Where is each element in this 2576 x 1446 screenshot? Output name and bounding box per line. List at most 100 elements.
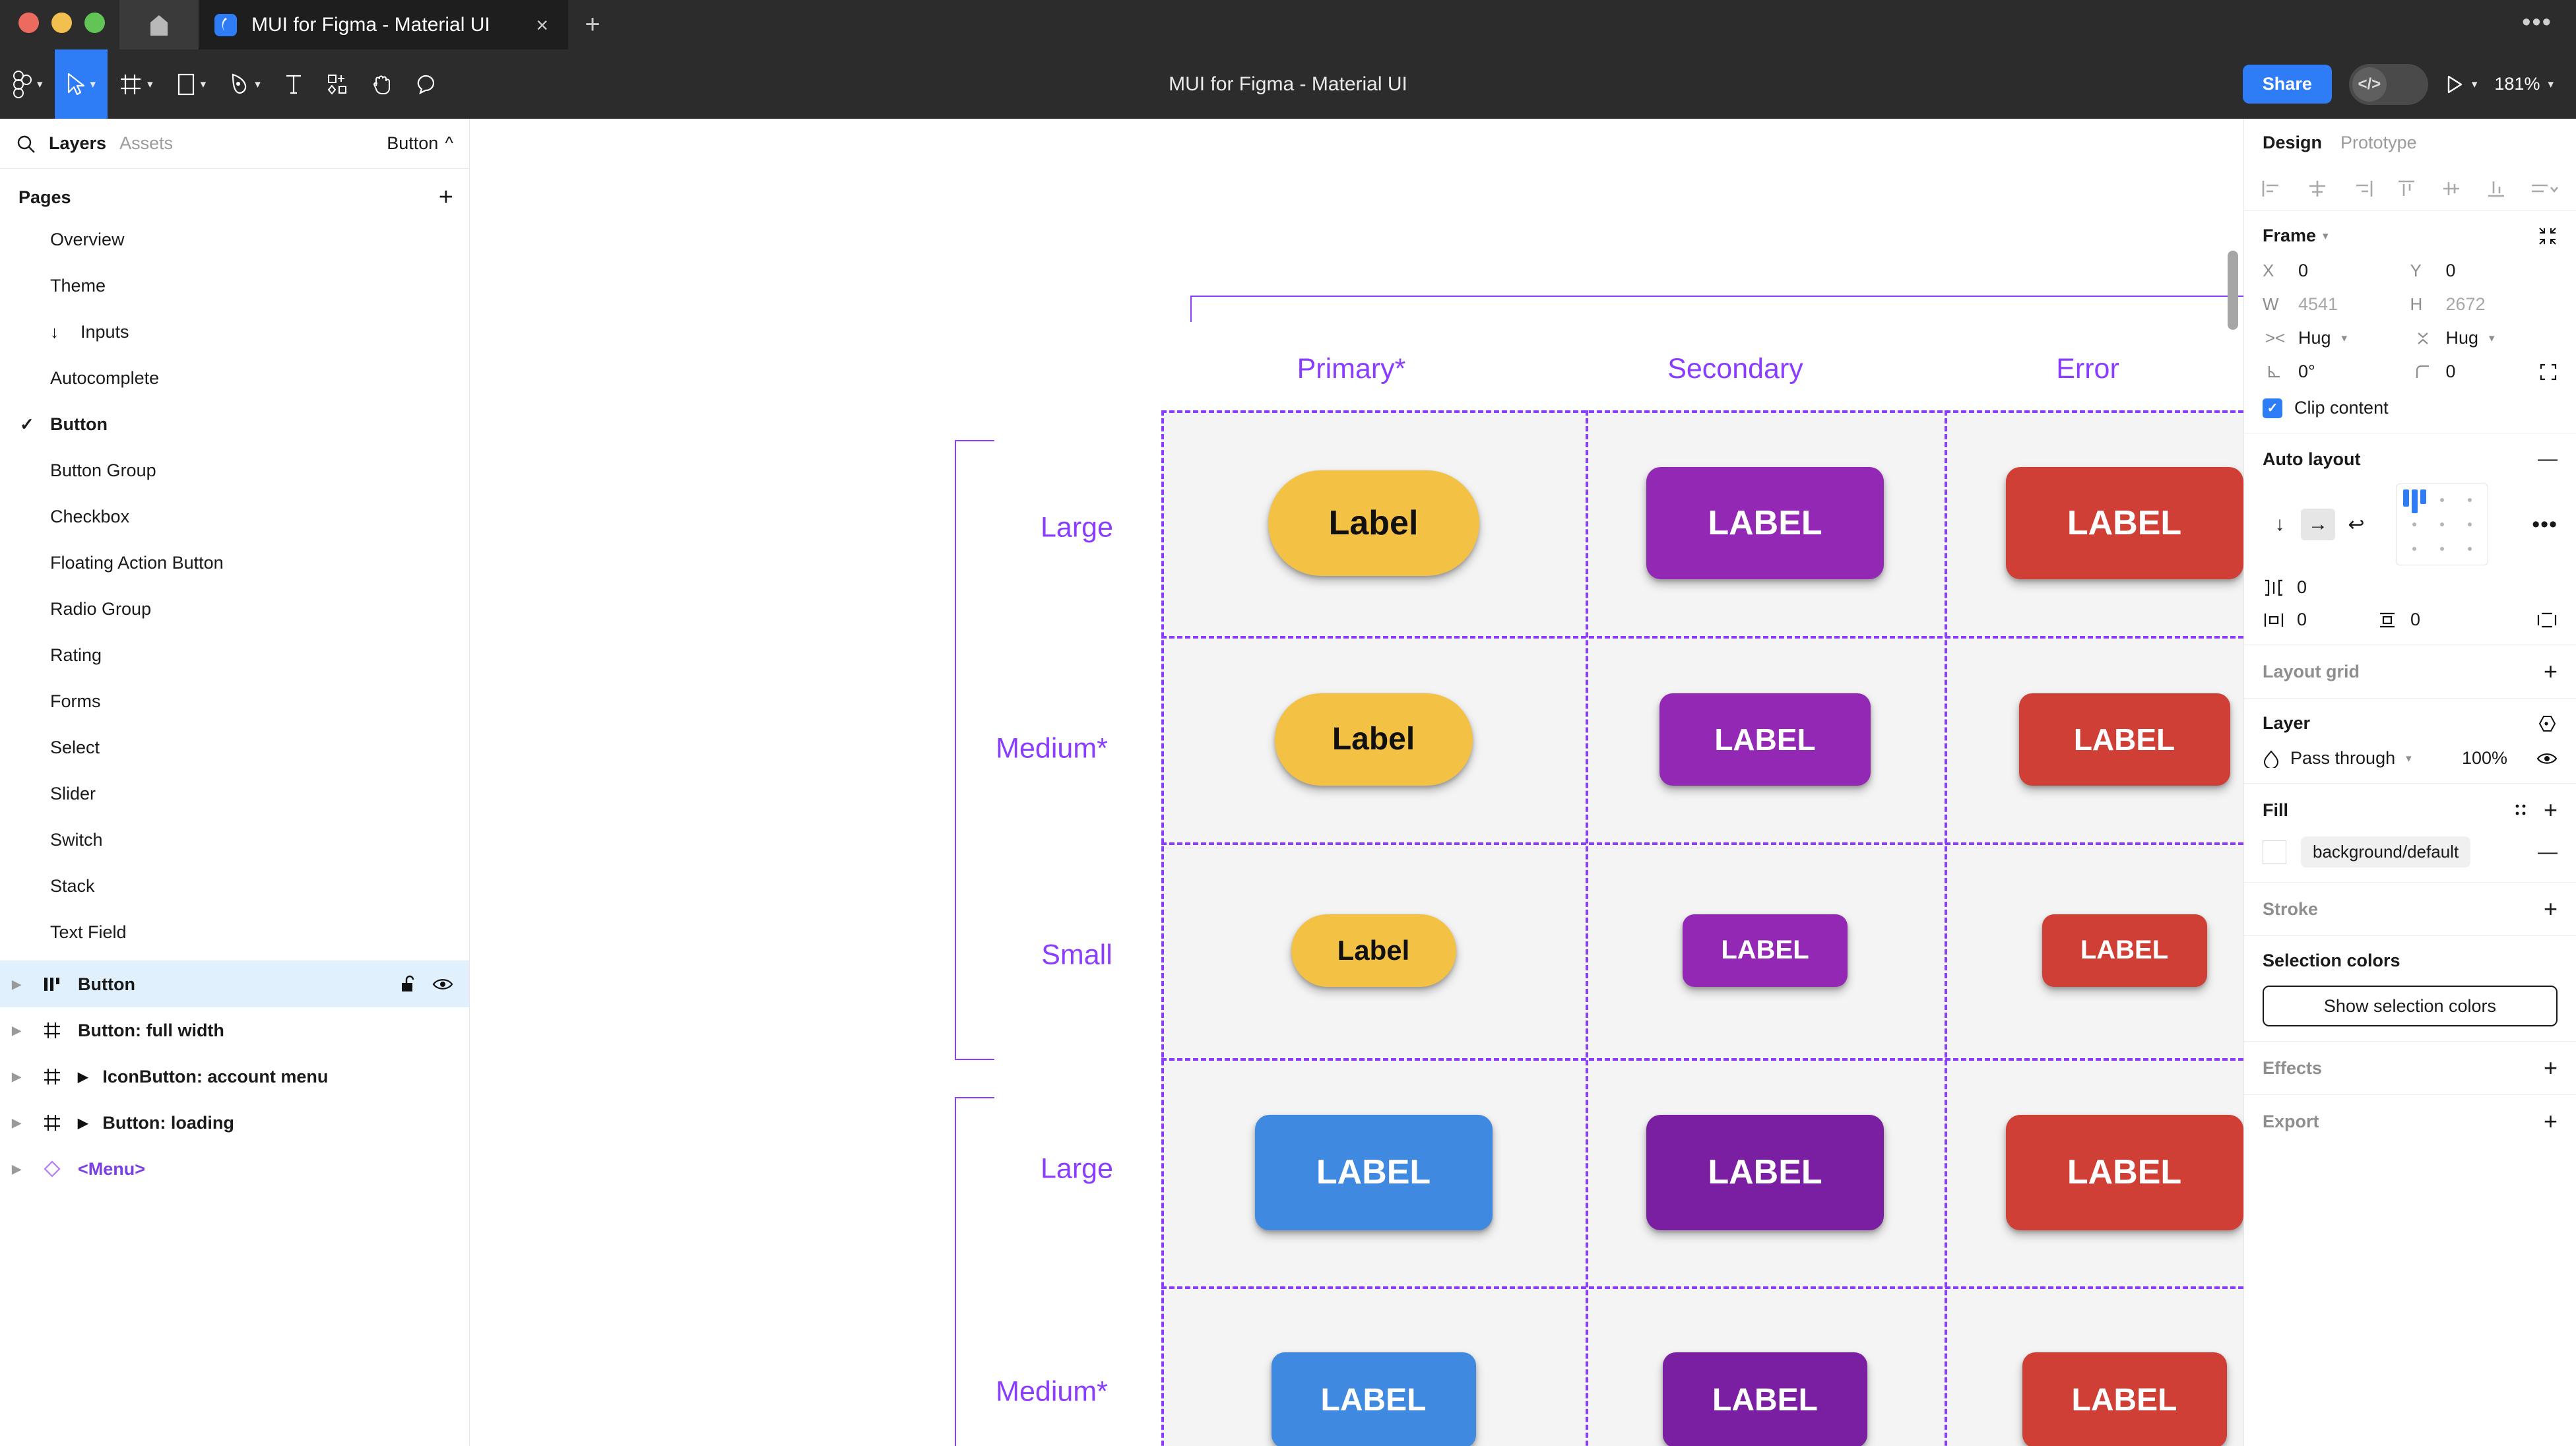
tab-design[interactable]: Design [2263,132,2323,152]
distribute-icon[interactable] [2530,179,2559,199]
add-layout-grid-icon[interactable]: + [2543,658,2558,685]
resources-tool-icon[interactable] [315,49,360,119]
page-item-rating[interactable]: Rating [0,632,469,678]
window-controls[interactable] [0,13,119,49]
eye-icon[interactable] [432,977,453,991]
shape-tool-icon[interactable]: ▾ [165,49,218,119]
design-canvas[interactable]: Contained Primary* Secondary Error Warni… [470,119,2243,1446]
individual-padding-icon[interactable] [2536,611,2558,629]
button-square-error-medium[interactable]: LABEL [2022,1352,2227,1446]
page-item-overview[interactable]: Overview [0,216,469,263]
column-header-secondary[interactable]: Secondary [1667,353,1803,385]
button-contained-secondary-small[interactable]: LABEL [1683,914,1848,987]
row-header-medium-square[interactable]: Medium* [996,1375,1108,1408]
button-contained-primary-small[interactable]: Label [1291,914,1456,987]
browser-tab-active[interactable]: MUI for Figma - Material UI × [199,0,568,49]
fill-style-name[interactable]: background/default [2301,836,2471,867]
present-button[interactable]: ▾ [2445,75,2477,94]
expand-caret-icon[interactable]: ▶ [12,1069,21,1083]
independent-corners-icon[interactable] [2539,363,2558,381]
page-item-forms[interactable]: Forms [0,678,469,724]
tab-layers[interactable]: Layers [49,133,107,153]
add-fill-icon[interactable]: + [2543,796,2558,823]
new-tab-button[interactable]: + [585,10,600,39]
frame-w[interactable]: W 4541 [2263,294,2410,315]
clip-content-checkbox[interactable]: ✓ [2263,398,2282,418]
button-contained-primary-medium[interactable]: Label [1274,693,1473,786]
page-item-select[interactable]: Select [0,724,469,770]
alignment-pad[interactable] [2396,484,2488,565]
page-item-button[interactable]: ✓ Button [0,401,469,447]
frame-rotation[interactable]: 0° [2263,362,2410,382]
align-left-icon[interactable] [2261,179,2284,199]
hand-tool-icon[interactable] [360,49,403,119]
tab-assets[interactable]: Assets [119,133,174,153]
frame-h[interactable]: H 2672 [2410,294,2558,315]
page-item-radio-group[interactable]: Radio Group [0,586,469,632]
frame-height-mode[interactable]: Hug ▾ [2410,328,2558,348]
layer-row-button-full-width[interactable]: ▶ Button: full width [0,1007,469,1053]
page-item-slider[interactable]: Slider [0,770,469,817]
frame-y[interactable]: Y 0 [2410,261,2558,281]
button-square-secondary-large[interactable]: LABEL [1646,1114,1884,1230]
frame-x[interactable]: X 0 [2263,261,2410,281]
fill-styles-icon[interactable] [2512,802,2529,819]
align-horizontal-center-icon[interactable] [2306,179,2329,199]
add-page-icon[interactable]: + [438,183,453,211]
add-export-icon[interactable]: + [2543,1108,2558,1135]
page-item-stack[interactable]: Stack [0,863,469,909]
auto-layout-padding-vertical[interactable]: 0 [2376,610,2490,630]
maximize-window-button[interactable] [84,13,105,33]
remove-fill-icon[interactable]: — [2538,840,2558,863]
row-header-large-square[interactable]: Large [1041,1152,1113,1185]
remove-auto-layout-icon[interactable]: — [2538,448,2558,470]
button-contained-secondary-medium[interactable]: LABEL [1659,693,1871,786]
button-contained-secondary-large[interactable]: LABEL [1646,467,1884,579]
page-item-inputs[interactable]: ↓ Inputs [0,309,469,355]
text-tool-icon[interactable] [273,49,315,119]
button-contained-error-small[interactable]: LABEL [2042,914,2207,987]
clip-content-row[interactable]: ✓ Clip content [2263,398,2558,418]
fill-color-swatch[interactable] [2263,840,2286,864]
share-button[interactable]: Share [2242,65,2332,104]
page-item-floating-action-button[interactable]: Floating Action Button [0,540,469,586]
dev-mode-toggle[interactable]: </> [2348,63,2428,105]
layer-blend-row[interactable]: Pass through ▾ 100% [2263,748,2558,769]
show-selection-colors-button[interactable]: Show selection colors [2263,986,2558,1026]
eye-icon[interactable] [2536,751,2558,766]
add-effect-icon[interactable]: + [2543,1054,2558,1081]
layer-row-iconbutton-account-menu[interactable]: ▶ ▶ IconButton: account menu [0,1053,469,1100]
frame-corner-radius[interactable]: 0 [2410,362,2558,382]
direction-horizontal-button[interactable]: → [2301,509,2335,540]
expand-caret-icon[interactable]: ▶ [12,1023,21,1037]
minimize-window-button[interactable] [51,13,72,33]
unlock-icon[interactable] [401,975,418,993]
align-right-icon[interactable] [2351,179,2373,199]
frame-tool-icon[interactable]: ▾ [108,49,165,119]
button-square-secondary-medium[interactable]: LABEL [1663,1352,1867,1446]
direction-vertical-button[interactable]: ↓ [2274,513,2285,535]
page-item-switch[interactable]: Switch [0,817,469,863]
window-more-icon[interactable]: ••• [2522,9,2552,36]
row-header-large-rounded[interactable]: Large [1041,511,1113,544]
page-item-checkbox[interactable]: Checkbox [0,493,469,540]
collapse-frame-icon[interactable] [2538,226,2558,246]
layer-row-button[interactable]: ▶ Button [0,961,469,1007]
expand-caret-icon[interactable]: ▶ [12,977,21,991]
move-tool-icon[interactable]: ▾ [54,49,108,119]
figma-menu-icon[interactable]: ▾ [0,49,55,119]
button-square-primary-large[interactable]: LABEL [1254,1114,1493,1230]
align-vertical-center-icon[interactable] [2440,179,2463,199]
close-tab-icon[interactable]: × [536,13,548,37]
auto-layout-more-icon[interactable]: ••• [2532,512,2558,537]
column-header-error[interactable]: Error [2056,353,2119,385]
button-contained-error-medium[interactable]: LABEL [2018,693,2230,786]
frame-width-mode[interactable]: >< Hug ▾ [2263,328,2410,348]
page-selector[interactable]: Button ^ [387,133,453,154]
direction-wrap-button[interactable]: ↩ [2348,513,2365,536]
close-window-button[interactable] [18,13,39,33]
chevron-down-icon[interactable]: ▾ [2323,229,2329,242]
align-bottom-icon[interactable] [2485,179,2507,199]
pen-tool-icon[interactable]: ▾ [218,49,273,119]
layer-settings-icon[interactable] [2538,714,2558,733]
